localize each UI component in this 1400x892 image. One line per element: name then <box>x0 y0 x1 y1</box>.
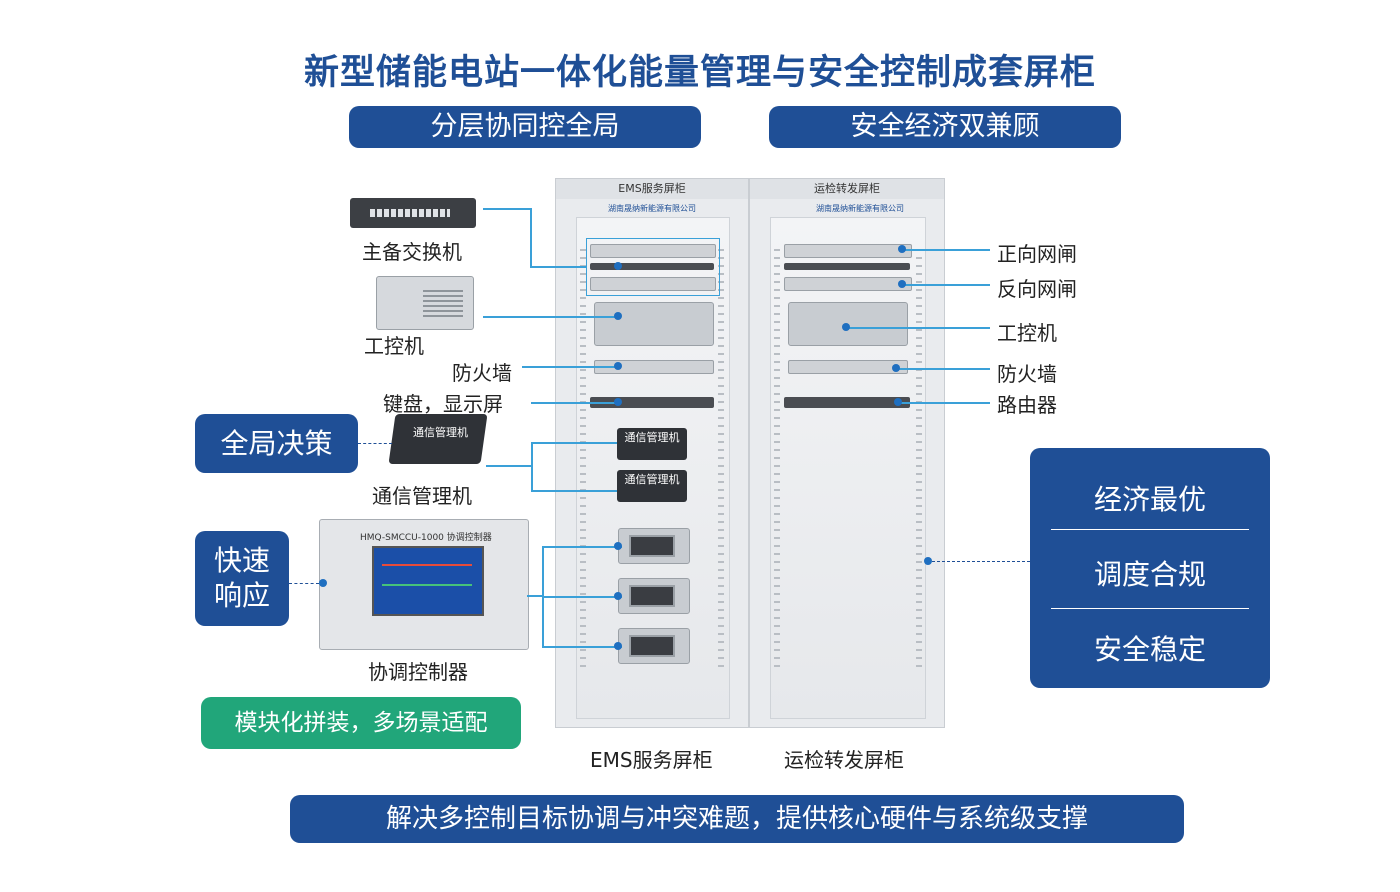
dot <box>614 398 622 406</box>
dot <box>898 280 906 288</box>
line-coord-2 <box>542 596 622 598</box>
line-rev-gate <box>902 284 990 286</box>
coord-screen <box>372 546 484 616</box>
ipc-unit-right <box>788 302 908 346</box>
line-ipc <box>483 316 617 318</box>
router-unit <box>784 397 910 408</box>
line-fwd-gate <box>902 249 990 251</box>
coord-unit-3 <box>618 628 690 664</box>
switch-unit-2 <box>590 277 716 291</box>
line-coord <box>527 595 543 597</box>
ems-cabinet-logo: 湖南晟纳新能源有限公司 <box>608 204 696 213</box>
ops-cabinet-caption: 运检转发屏柜 <box>784 748 904 772</box>
line-comm <box>486 465 532 467</box>
benefit-divider <box>1051 608 1249 609</box>
line-ipc-right <box>846 327 990 329</box>
label-firewall: 防火墙 <box>452 361 512 385</box>
line-coord-1 <box>542 546 622 548</box>
benefit-safety: 安全稳定 <box>1093 633 1206 666</box>
tag-global-decision: 全局决策 <box>195 414 358 473</box>
line-comm-1 <box>531 442 617 444</box>
benefits-dot <box>924 557 932 565</box>
label-rev-gate: 反向网闸 <box>997 277 1077 301</box>
line-comm-v <box>531 442 533 490</box>
tag-modular: 模块化拼装，多场景适配 <box>201 697 521 749</box>
rev-gate-unit <box>784 277 912 291</box>
label-keyboard-monitor: 键盘，显示屏 <box>383 392 503 416</box>
vent <box>916 249 922 669</box>
ops-cabinet-header: 运检转发屏柜 <box>750 179 944 199</box>
line-switch <box>483 208 531 210</box>
label-router: 路由器 <box>997 393 1057 417</box>
line-firewall-right <box>896 368 990 370</box>
benefit-economic: 经济最优 <box>1093 483 1206 516</box>
page-title: 新型储能电站一体化能量管理与安全控制成套屏柜 <box>303 53 1096 93</box>
decision-connector <box>358 443 392 444</box>
label-ipc: 工控机 <box>364 334 424 358</box>
ops-cabinet: 运检转发屏柜 湖南晟纳新能源有限公司 <box>749 178 945 728</box>
ops-cabinet-door <box>770 217 926 719</box>
switch-highlight <box>586 238 720 296</box>
line-switch-v <box>530 208 532 267</box>
coord-unit-1 <box>618 528 690 564</box>
response-dot <box>319 579 327 587</box>
ems-cabinet-caption: EMS服务屏柜 <box>590 748 713 772</box>
label-comm: 通信管理机 <box>372 484 472 508</box>
firewall-unit-right <box>788 360 908 374</box>
dot <box>892 364 900 372</box>
fwd-gate-unit <box>784 244 912 258</box>
line-switch-h2 <box>530 266 586 268</box>
line-router <box>898 402 990 404</box>
dot <box>894 398 902 406</box>
switch-unit-1 <box>590 244 716 258</box>
line-keyboard <box>531 402 617 404</box>
benefits-box: 经济最优 调度合规 安全稳定 <box>1030 448 1270 688</box>
label-coord: 协调控制器 <box>368 660 468 684</box>
pill-layered-control: 分层协同控全局 <box>349 106 701 148</box>
label-fwd-gate: 正向网闸 <box>997 242 1077 266</box>
coord-unit-2 <box>618 578 690 614</box>
vent <box>774 249 780 669</box>
vent <box>718 249 724 669</box>
switch-device-image <box>350 198 476 228</box>
label-firewall-right: 防火墙 <box>997 362 1057 386</box>
dot <box>614 362 622 370</box>
response-connector <box>289 583 319 584</box>
pill-safety-economy: 安全经济双兼顾 <box>769 106 1121 148</box>
coord-controller-image: HMQ-SMCCU-1000 协调控制器 <box>319 519 529 650</box>
dot <box>898 245 906 253</box>
benefit-dispatch: 调度合规 <box>1093 558 1206 591</box>
ipc-device-image <box>376 276 474 330</box>
benefits-connector <box>932 561 1030 562</box>
dot <box>614 642 622 650</box>
label-switch: 主备交换机 <box>362 240 462 264</box>
footer-banner: 解决多控制目标协调与冲突难题，提供核心硬件与系统级支撑 <box>290 795 1184 843</box>
dot <box>614 592 622 600</box>
blank-panel <box>590 263 714 270</box>
ipc-unit <box>594 302 714 346</box>
blank-panel <box>784 263 910 270</box>
kbd-unit <box>590 397 714 408</box>
line-coord-3 <box>542 646 622 648</box>
ems-cabinet-header: EMS服务屏柜 <box>556 179 748 199</box>
vent <box>580 249 586 669</box>
line-firewall <box>522 366 617 368</box>
coord-model-text: HMQ-SMCCU-1000 协调控制器 <box>360 533 492 543</box>
ops-cabinet-logo: 湖南晟纳新能源有限公司 <box>816 204 904 213</box>
dot <box>842 323 850 331</box>
dot <box>614 262 622 270</box>
label-ipc-right: 工控机 <box>997 321 1057 345</box>
dot <box>614 312 622 320</box>
comm-unit-1: 通信管理机 <box>617 428 687 460</box>
dot <box>614 542 622 550</box>
benefit-divider <box>1051 529 1249 530</box>
comm-device-image: 通信管理机 <box>388 414 488 464</box>
comm-unit-2: 通信管理机 <box>617 470 687 502</box>
line-comm-2 <box>531 490 617 492</box>
tag-fast-response: 快速 响应 <box>195 531 289 626</box>
